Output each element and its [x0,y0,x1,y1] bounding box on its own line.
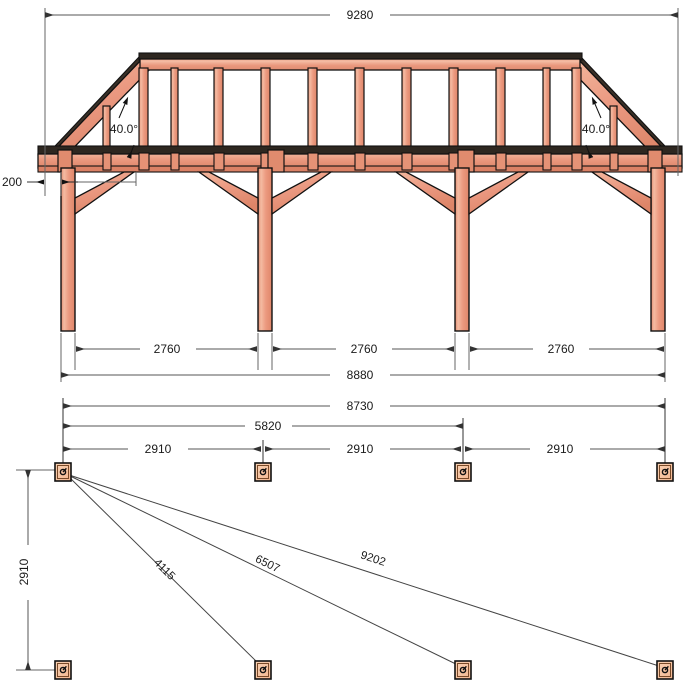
front-elevation-view: 9280 200 40.0° 40.0° [2,8,683,382]
dimension-label-8880: 8880 [347,368,374,382]
dimension-label-9280: 9280 [347,8,374,22]
carport-frame-elevation [37,52,683,332]
dimension-overall-post-span: 8880 [61,368,665,382]
footing-marker-r2c1[interactable] [54,660,72,680]
footing-marker-r1c3[interactable] [454,462,472,482]
dimension-overall-roof-width: 9280 [44,8,679,176]
footing-marker-r1c2[interactable] [254,462,272,482]
angle-roof-pitch-left: 40.0° [110,96,138,159]
footing-row-top [54,462,674,482]
dimension-bay-spacings: 2760 2760 2760 [60,333,666,382]
footing-marker-r1c4[interactable] [656,462,674,482]
footing-marker-r1c1[interactable] [54,462,72,482]
dimension-plan-depth: 2910 [16,469,55,671]
dimension-label-2760-b: 2760 [351,342,378,356]
footing-marker-r2c2[interactable] [254,660,272,680]
foundation-plan-view: 8730 5820 2910 2910 2910 2910 [16,398,674,680]
dimension-label-8730: 8730 [347,399,374,413]
dimension-plan-spacings: 2910 2910 2910 [63,442,665,456]
diagonal-line-4115 [65,473,263,668]
plan-diagonals [65,473,663,668]
footing-marker-r2c4[interactable] [656,660,674,680]
dimension-label-2910-vertical: 2910 [17,558,31,585]
angle-label-right: 40.0° [582,122,610,136]
footing-marker-r2c3[interactable] [454,660,472,680]
dimension-label-200: 200 [2,175,22,189]
dimension-plan-overall-length: 8730 [63,399,665,413]
angle-label-left: 40.0° [110,122,138,136]
diagonal-line-9202 [65,473,663,668]
dimension-label-2910-a: 2910 [145,442,172,456]
angle-roof-pitch-right: 40.0° [582,96,610,159]
dimension-label-9202: 9202 [359,549,387,568]
dimension-label-5820: 5820 [255,419,282,433]
dimension-eave-overhang: 200 [2,172,137,196]
dimension-label-2910-c: 2910 [547,442,574,456]
dimension-label-2910-b: 2910 [347,442,374,456]
dimension-label-2760-a: 2760 [154,342,181,356]
dimension-plan-partial-length: 5820 [63,419,463,433]
diagonal-line-6507 [65,473,463,668]
dimension-label-2760-c: 2760 [548,342,575,356]
footing-row-bottom [54,660,674,680]
